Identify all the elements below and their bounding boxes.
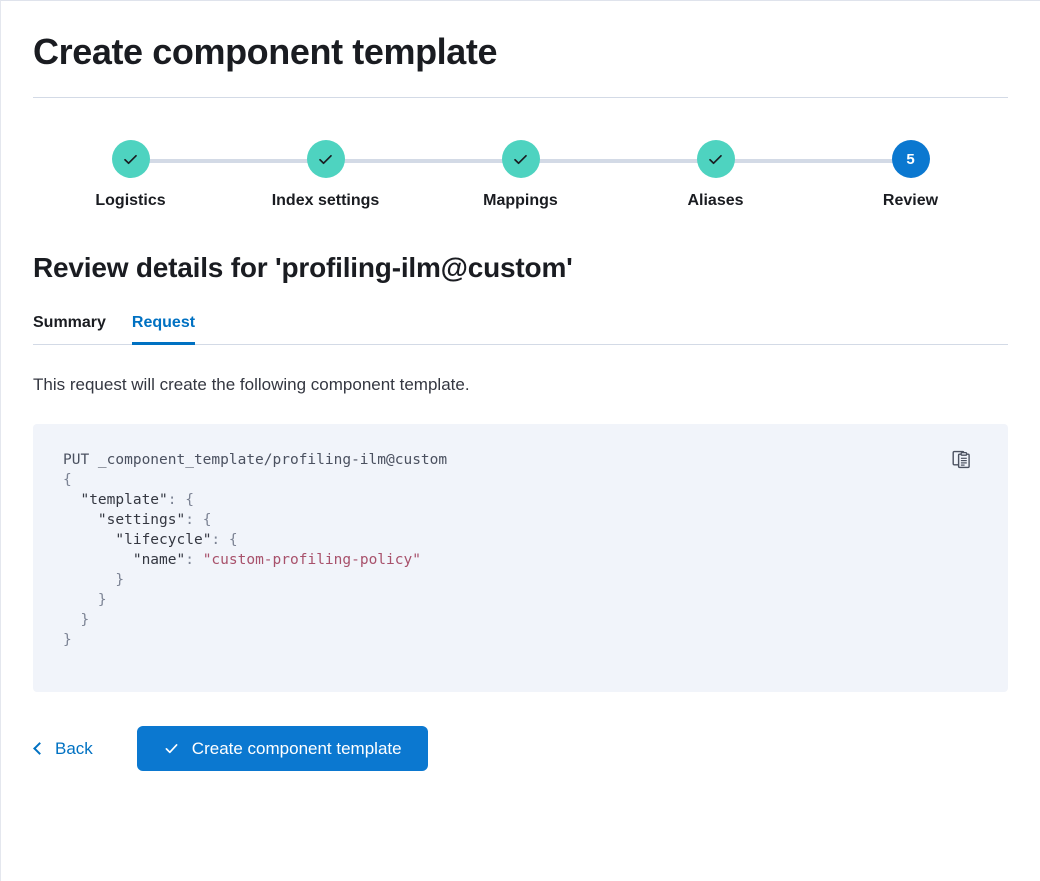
step-number-label: 5 (906, 150, 915, 168)
back-button-label: Back (55, 738, 93, 758)
stepper-step-label: Review (882, 192, 939, 210)
page-title: Create component template (33, 31, 498, 72)
stepper-step-label: Mappings (483, 192, 558, 210)
request-code-text: PUT _component_template/profiling-ilm@cu… (63, 452, 448, 649)
request-description: This request will create the following c… (33, 375, 470, 395)
check-icon (696, 140, 735, 179)
header-divider (33, 97, 1008, 99)
stepper-step-label: Logistics (95, 192, 166, 210)
stepper-step-logistics[interactable]: Logistics (33, 140, 228, 210)
wizard-footer: Back Create component template (33, 726, 1008, 772)
step-number: 5 (891, 140, 930, 179)
tab-request[interactable]: Request (131, 314, 196, 346)
check-icon (501, 140, 540, 179)
check-icon (111, 140, 150, 179)
stepper-step-index-settings[interactable]: Index settings (228, 140, 423, 210)
review-tabs: Summary Request (33, 314, 1008, 346)
create-component-template-button[interactable]: Create component template (136, 726, 428, 772)
stepper-step-label: Index settings (271, 192, 380, 210)
review-section-title: Review details for 'profiling-ilm@custom… (33, 252, 573, 284)
check-icon (306, 140, 345, 179)
stepper-connector (343, 159, 503, 164)
stepper-step-label: Aliases (687, 192, 744, 210)
back-button[interactable]: Back (33, 735, 95, 763)
stepper-step-mappings[interactable]: Mappings (423, 140, 618, 210)
request-code-block: PUT _component_template/profiling-ilm@cu… (33, 424, 1008, 693)
stepper-step-aliases[interactable]: Aliases (618, 140, 813, 210)
create-component-template-button-label: Create component template (191, 739, 402, 759)
clipboard-copy-icon[interactable] (952, 448, 974, 470)
stepper-connector (148, 159, 308, 164)
page-header: Create component template (33, 1, 1008, 97)
tab-summary[interactable]: Summary (33, 314, 106, 344)
check-icon (163, 740, 180, 757)
stepper-connector (538, 159, 698, 164)
stepper-connector (733, 159, 893, 164)
chevron-left-icon (33, 742, 46, 756)
